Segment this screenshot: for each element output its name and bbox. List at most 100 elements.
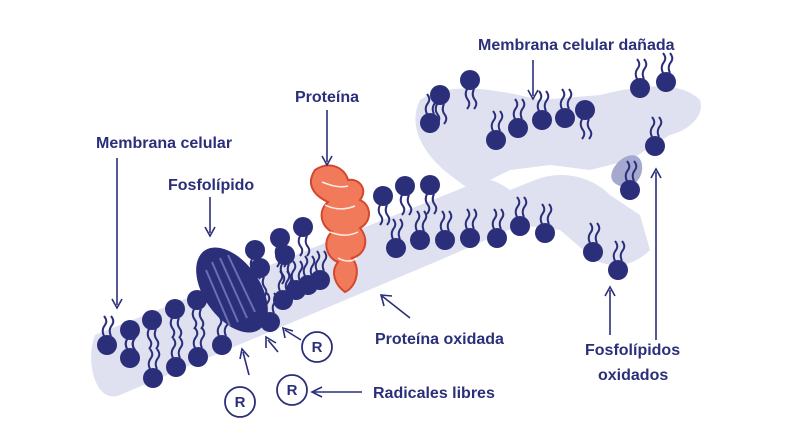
phospholipid-head [487, 228, 507, 248]
phospholipid-head [97, 335, 117, 355]
lipid-tail [641, 58, 648, 80]
radical-symbol: R [287, 382, 298, 399]
lipid-tail [384, 204, 391, 226]
lipid-tail [154, 348, 161, 370]
lipid-tail [191, 308, 198, 330]
lipid-tail [101, 315, 108, 337]
label-membrana-celular: Membrana celular [96, 135, 232, 152]
lipid-tail [192, 327, 199, 349]
phospholipid-head [460, 228, 480, 248]
phospholipid-head [166, 357, 186, 377]
phospholipid-head [270, 228, 290, 248]
lipid-tail [498, 208, 505, 230]
lipid-tail [519, 98, 526, 120]
lipid-tail [521, 196, 528, 218]
lipid-tail [536, 90, 543, 112]
phospholipid-head [510, 216, 530, 236]
lipid-tail [491, 208, 498, 230]
phospholipid-head [187, 290, 207, 310]
lipid-tail [147, 348, 154, 370]
highlighted-phospholipid [196, 247, 268, 333]
lipid-tail [490, 110, 497, 132]
phospholipid-head [508, 118, 528, 138]
label-membrana-danada: Membrana celular dañada [478, 37, 675, 54]
phospholipid-head [555, 108, 575, 128]
lipid-tail [587, 222, 594, 244]
lipid-tail [177, 337, 184, 359]
lipid-tail [424, 93, 431, 115]
lipid-tail [631, 160, 638, 182]
arrows [111, 60, 662, 398]
lipid-tail [579, 118, 586, 140]
lipid-tail [304, 235, 311, 257]
phospholipid-head [410, 230, 430, 250]
label-fosfolipido: Fosfolípido [168, 177, 254, 194]
phospholipid-head [435, 230, 455, 250]
lipid-tail [559, 88, 566, 110]
lipid-tail [406, 194, 413, 216]
lipid-tail [656, 116, 663, 138]
lipid-tail [414, 210, 421, 232]
lipid-tail [170, 337, 177, 359]
lipid-tail [314, 250, 321, 272]
lipid-tail [321, 250, 328, 272]
lipid-tail [464, 208, 471, 230]
lipid-tail [146, 328, 153, 350]
lipid-tail [297, 235, 304, 257]
lipid-tail [284, 270, 291, 292]
lipid-tail [497, 110, 504, 132]
phospholipid-head [293, 217, 313, 237]
lipid-tail [421, 210, 428, 232]
lipid-tail [660, 52, 667, 74]
lipid-tail [108, 315, 115, 337]
lipid-tail [261, 276, 268, 298]
lipid-tail [446, 210, 453, 232]
lipid-tail [176, 317, 183, 339]
lipid-tail [566, 88, 573, 110]
phospholipid-head [120, 348, 140, 368]
lipid-tail [441, 103, 448, 125]
lipid-tail [297, 260, 304, 282]
lipid-tail [546, 203, 553, 225]
phospholipid-head [395, 176, 415, 196]
phospholipid-head [430, 85, 450, 105]
phospholipid-head [608, 260, 628, 280]
lipid-tail [649, 116, 656, 138]
lipid-tail [397, 218, 404, 240]
lipid-tail [199, 327, 206, 349]
lipid-tail [198, 308, 205, 330]
phospholipid-head [645, 136, 665, 156]
lipid-tail [431, 193, 438, 215]
label-proteina: Proteína [295, 89, 359, 106]
phospholipid-head [575, 100, 595, 120]
lipid-tail [439, 210, 446, 232]
radical-symbol: R [235, 394, 246, 411]
lipid-tail [594, 222, 601, 244]
lipid-tail [277, 270, 284, 292]
lipid-tail [377, 204, 384, 226]
phospholipid-head [420, 175, 440, 195]
phospholipid-head [630, 78, 650, 98]
lipid-tail [309, 255, 316, 277]
label-fosfolipidos-oxidados-line2: oxidados [598, 367, 668, 384]
radical-r-1: R [301, 331, 333, 363]
oxidized-protein [309, 164, 370, 294]
radical-r-3: R [224, 386, 256, 418]
lipid-tail [471, 88, 478, 110]
phospholipid-head [250, 258, 270, 278]
phospholipid-head [273, 290, 293, 310]
phospholipid-head [275, 245, 295, 265]
lipid-tail [667, 52, 674, 74]
phospholipid-head [373, 186, 393, 206]
lipid-tail [619, 240, 626, 262]
phospholipid-head [142, 310, 162, 330]
lipid-tail [302, 255, 309, 277]
phospholipid-head [620, 180, 640, 200]
phospholipid-head [535, 223, 555, 243]
lipid-tail [612, 240, 619, 262]
label-radicales-libres: Radicales libres [373, 385, 495, 402]
phospholipid-head [245, 240, 265, 260]
phospholipid-head [656, 72, 676, 92]
